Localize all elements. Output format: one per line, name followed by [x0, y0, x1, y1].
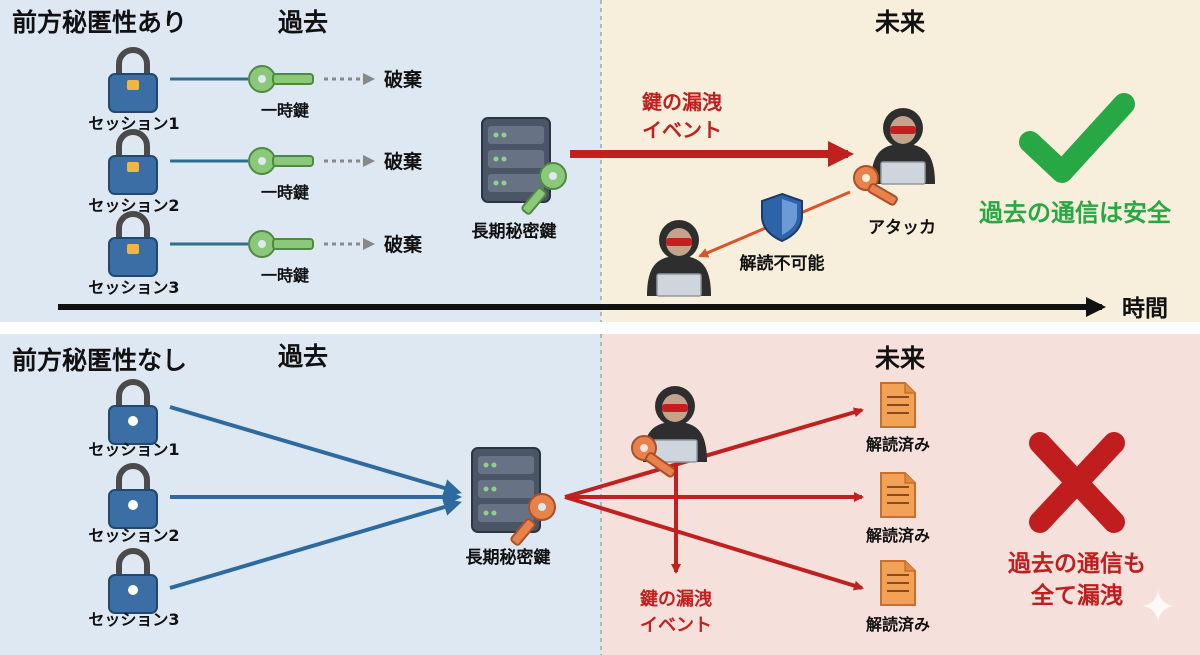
server-label: 長期秘密鍵 — [472, 221, 557, 242]
keyhole-icon — [127, 162, 139, 172]
stolen-key-icon — [631, 435, 677, 478]
decrypted-label: 解読済み — [866, 526, 930, 545]
temp-key-icon — [248, 147, 314, 175]
top-past-label: 過去 — [278, 8, 328, 37]
temp-key-label: 一時鍵 — [261, 266, 309, 285]
keyhole-icon — [128, 500, 138, 510]
shield-icon — [761, 192, 803, 243]
discard-label: 破棄 — [384, 233, 423, 256]
temp-key-label: 一時鍵 — [261, 101, 309, 120]
top-title: 前方秘匿性あり — [12, 8, 187, 37]
long-term-key-icon — [521, 162, 567, 215]
keyhole-icon — [128, 585, 138, 595]
temp-key-label: 一時鍵 — [261, 183, 309, 202]
leak-arrow-1 — [564, 407, 864, 499]
undecryptable-label: 解読不可能 — [740, 253, 825, 274]
keyhole-icon — [127, 244, 139, 254]
stolen-key-icon — [853, 165, 898, 206]
session-label: セッション1 — [88, 114, 179, 133]
leak-arrow-3 — [564, 495, 864, 591]
leak-label-line2: イベント — [640, 615, 712, 636]
time-label: 時間 — [1122, 296, 1168, 322]
session-label: セッション1 — [88, 440, 179, 459]
leak-label-line1: 鍵の漏洩 — [640, 588, 712, 610]
server-label: 長期秘密鍵 — [466, 547, 551, 568]
document-icon — [880, 560, 916, 606]
top-future-label: 未来 — [875, 8, 926, 37]
cross-icon — [1029, 432, 1125, 533]
session-label: セッション2 — [88, 526, 179, 545]
top-session-row-2: セッション2 一時鍵 破棄 — [88, 132, 423, 215]
session-arrow-1 — [169, 405, 462, 497]
long-term-key-icon — [510, 493, 556, 546]
discard-label: 破棄 — [384, 68, 423, 91]
bottom-result-line2: 全て漏洩 — [1030, 582, 1123, 609]
discard-label: 破棄 — [384, 150, 423, 173]
session-label: セッション2 — [88, 196, 179, 215]
panel-separator — [0, 322, 1200, 334]
session-label: セッション3 — [88, 610, 179, 629]
decrypted-label: 解読済み — [866, 435, 930, 454]
temp-key-icon — [248, 65, 314, 93]
session-arrow-3 — [169, 498, 462, 590]
attacker-label: アタッカ — [868, 218, 936, 238]
document-icon — [880, 472, 916, 518]
bottom-result-line1: 過去の通信も — [1008, 550, 1146, 577]
top-result-text: 過去の通信は安全 — [979, 199, 1172, 227]
leak-label-line2: イベント — [642, 118, 722, 142]
leak-label-line1: 鍵の漏洩 — [642, 90, 722, 114]
sparkle-icon — [1142, 590, 1174, 622]
keyhole-icon — [127, 80, 139, 90]
bottom-title: 前方秘匿性なし — [12, 346, 187, 375]
decrypted-label: 解読済み — [866, 615, 930, 634]
bottom-past-label: 過去 — [278, 342, 328, 371]
top-session-row-3: セッション3 一時鍵 破棄 — [88, 214, 423, 297]
bottom-future-label: 未来 — [875, 344, 926, 373]
temp-key-icon — [248, 230, 314, 258]
checkmark-icon — [1019, 93, 1135, 183]
document-icon — [880, 382, 916, 428]
top-session-row-1: セッション1 一時鍵 破棄 — [88, 50, 423, 133]
session-label: セッション3 — [88, 278, 179, 297]
keyhole-icon — [128, 416, 138, 426]
